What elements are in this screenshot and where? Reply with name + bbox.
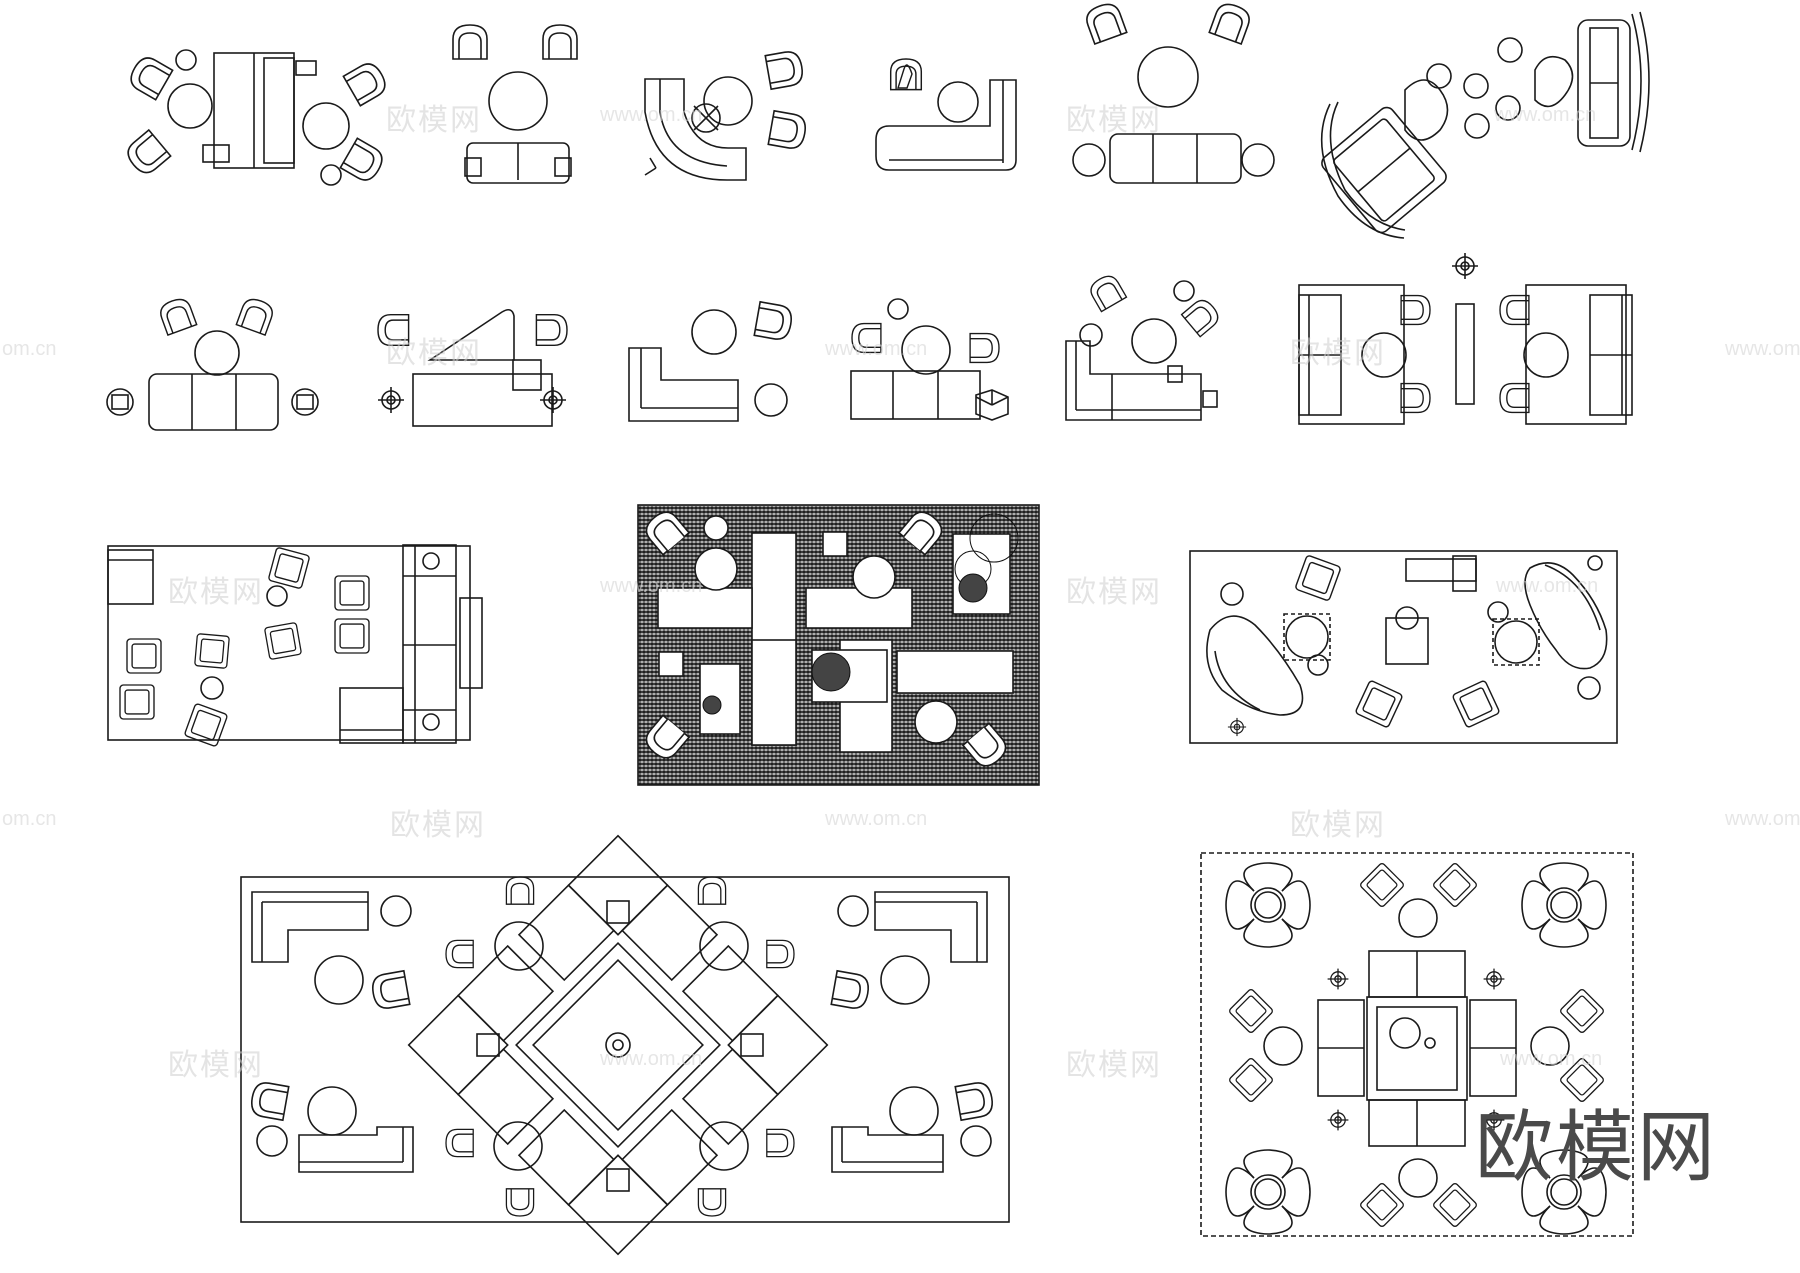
layout-r4-2 [1200, 852, 1634, 1237]
layout-r2-1 [106, 295, 319, 431]
layout-r1-4 [875, 58, 1017, 171]
layout-r3-3 [1189, 550, 1618, 744]
layout-r2-2 [377, 308, 568, 427]
layout-r2-5 [1065, 271, 1223, 421]
layout-r4-1 [240, 834, 1010, 1256]
layout-r1-6 [1320, 11, 1650, 239]
layout-r1-3 [644, 48, 809, 181]
layout-r2-4 [850, 298, 1009, 421]
layout-r3-1 [107, 544, 483, 748]
layout-r2-6 [1298, 252, 1633, 425]
layout-r1-1 [121, 49, 391, 186]
layout-r1-2 [452, 24, 578, 184]
brand-logo: 欧模网 [1475, 1103, 1719, 1193]
layout-r2-3 [628, 301, 795, 422]
layout-r1-5 [1072, 0, 1275, 184]
layout-r3-2 [637, 504, 1040, 786]
